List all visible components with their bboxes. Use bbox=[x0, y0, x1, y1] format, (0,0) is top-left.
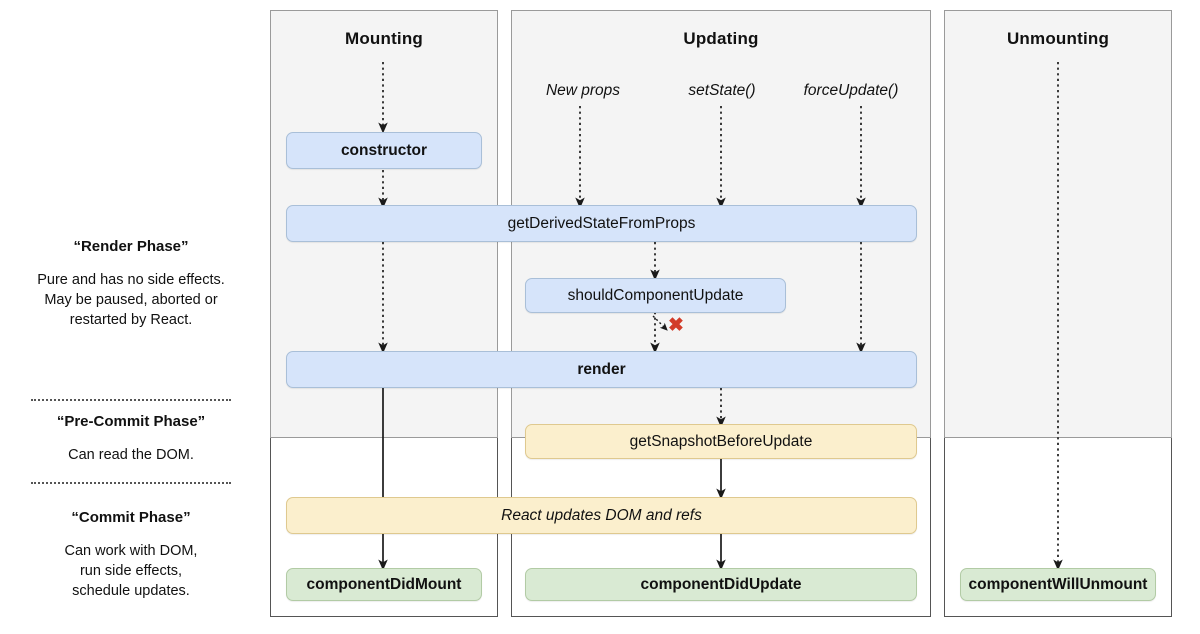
node-react-updates-dom-and-refs[interactable]: React updates DOM and refs bbox=[286, 497, 917, 534]
legend-render-phase-body: Pure and has no side effects. May be pau… bbox=[37, 272, 225, 328]
trigger-set-state: setState() bbox=[688, 82, 756, 99]
node-constructor[interactable]: constructor bbox=[286, 132, 482, 169]
node-component-will-unmount[interactable]: componentWillUnmount bbox=[960, 568, 1156, 601]
legend-pre-commit-phase-body: Can read the DOM. bbox=[68, 447, 194, 463]
trigger-new-props: New props bbox=[545, 82, 621, 99]
skip-update-x-icon: ✖ bbox=[668, 315, 684, 336]
node-render[interactable]: render bbox=[286, 351, 917, 388]
phase-legend: “Render Phase” Pure and has no side effe… bbox=[0, 0, 262, 634]
legend-pre-commit-phase: “Pre-Commit Phase” Can read the DOM. bbox=[0, 413, 262, 465]
legend-divider-bottom bbox=[31, 482, 231, 484]
legend-commit-phase-title: “Commit Phase” bbox=[71, 509, 191, 526]
legend-pre-commit-phase-title: “Pre-Commit Phase” bbox=[56, 413, 206, 430]
legend-render-phase: “Render Phase” Pure and has no side effe… bbox=[0, 238, 262, 330]
trigger-force-update: forceUpdate() bbox=[803, 82, 899, 99]
column-title-updating: Updating bbox=[683, 29, 759, 48]
node-component-did-update[interactable]: componentDidUpdate bbox=[525, 568, 917, 601]
legend-render-phase-title: “Render Phase” bbox=[73, 238, 189, 255]
node-should-component-update[interactable]: shouldComponentUpdate bbox=[525, 278, 786, 313]
unmounting-render-region: Unmounting bbox=[944, 10, 1172, 438]
legend-commit-phase-body: Can work with DOM, run side effects, sch… bbox=[64, 543, 198, 599]
node-get-derived-state-from-props[interactable]: getDerivedStateFromProps bbox=[286, 205, 917, 242]
legend-divider-top bbox=[31, 399, 231, 401]
legend-commit-phase: “Commit Phase” Can work with DOM, run si… bbox=[0, 509, 262, 601]
column-title-mounting: Mounting bbox=[344, 29, 424, 48]
column-title-unmounting: Unmounting bbox=[1006, 29, 1110, 48]
node-get-snapshot-before-update[interactable]: getSnapshotBeforeUpdate bbox=[525, 424, 917, 459]
node-component-did-mount[interactable]: componentDidMount bbox=[286, 568, 482, 601]
